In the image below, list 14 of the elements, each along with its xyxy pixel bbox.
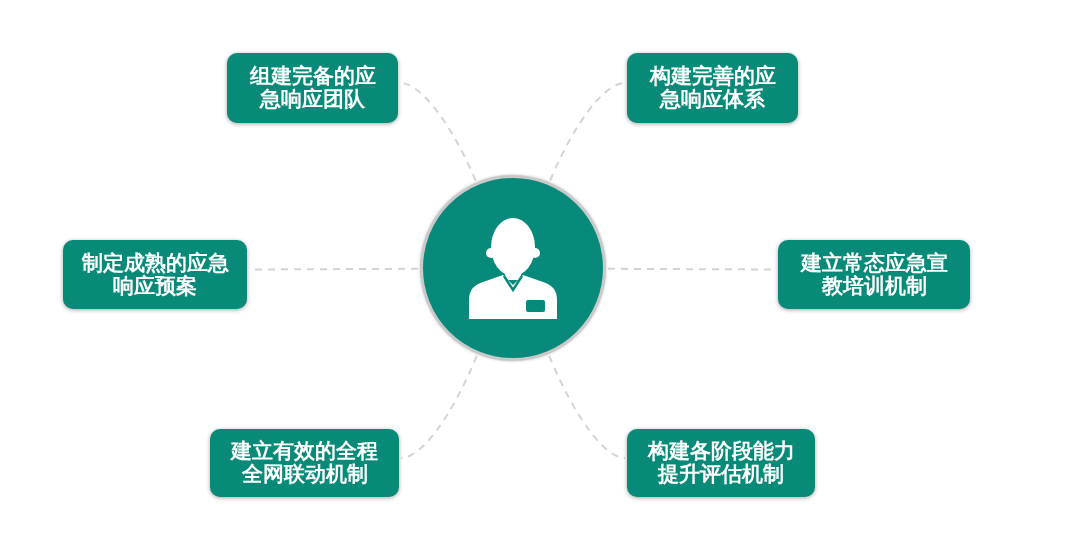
process-box [627,429,815,497]
dashed-connector [548,354,626,459]
box-label: 建立常态应急宣教培训机制 [799,251,949,298]
box-label: 制定成熟的应急响应预案 [80,251,230,298]
process-box [63,240,247,309]
process-box [227,53,398,123]
box-label: 组建完备的应急响应团队 [248,65,377,111]
process-box [627,53,798,123]
box-label: 构建各阶段能力提升评估机制 [646,440,796,486]
dashed-connector [400,354,478,459]
box-label: 建立有效的全程全网联动机制 [229,440,379,486]
process-box [778,240,970,309]
process-box [210,429,399,497]
box-label: 构建完善的应急响应体系 [648,65,777,111]
